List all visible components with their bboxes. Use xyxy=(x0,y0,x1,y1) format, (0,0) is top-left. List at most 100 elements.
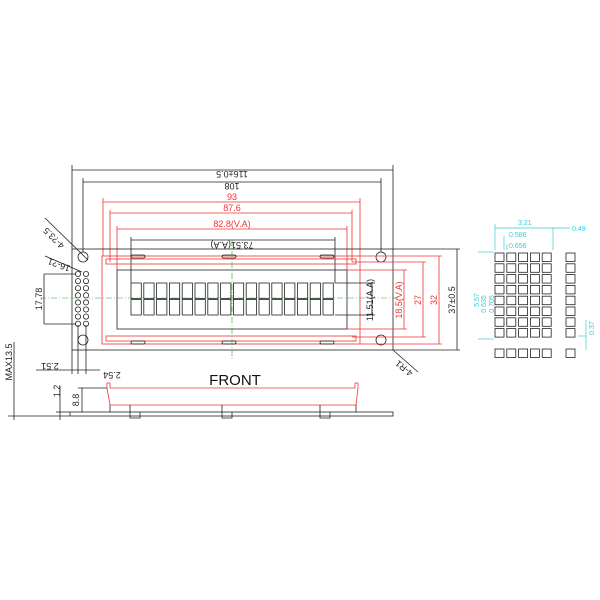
pin-hole xyxy=(75,278,82,285)
character-cell xyxy=(130,282,142,299)
pin-hole-label: 16-?1 xyxy=(46,256,71,273)
overall-height-label: 37±0.5 xyxy=(447,286,457,313)
character-cell xyxy=(207,282,219,299)
character-cell xyxy=(143,282,155,299)
cursor-gap-label: 0.37 xyxy=(589,321,596,335)
dot-cell xyxy=(494,348,505,358)
character-cell xyxy=(258,282,270,299)
dot-cell xyxy=(494,274,505,284)
character-grid-16x2 xyxy=(130,282,334,316)
dot-cell xyxy=(530,274,540,284)
pin-hole xyxy=(75,299,82,306)
dot-cell xyxy=(494,328,505,338)
pin-offset-label: 2.51 xyxy=(41,361,59,371)
dot-cell xyxy=(530,252,540,262)
view-area-height-label: 18.5(V.A) xyxy=(394,281,404,318)
dot-cell xyxy=(541,284,552,295)
pin-hole xyxy=(75,270,82,277)
dot-cell xyxy=(541,348,552,358)
module-height-label: 8.8 xyxy=(71,394,81,407)
char-width-label: 3.21 xyxy=(518,220,532,227)
dot-cell xyxy=(530,263,540,273)
cursor-dot-cell xyxy=(565,348,576,358)
dot-cell xyxy=(506,317,517,327)
dot-cell xyxy=(494,306,505,316)
character-detail: 3.21 0.586 0.656 0.49 5.57 0.635 0.705 0… xyxy=(474,220,596,358)
char-gap-label: 0.49 xyxy=(572,226,586,233)
character-cell xyxy=(194,282,206,299)
character-cell xyxy=(220,299,232,316)
character-cell xyxy=(220,282,232,299)
character-cell xyxy=(168,299,181,316)
character-cell xyxy=(168,282,181,299)
char-height-label: 5.57 xyxy=(474,293,481,307)
bezel-bottom-strip xyxy=(105,335,357,342)
pin-hole xyxy=(83,306,90,313)
dot-height-label: 0.635 xyxy=(481,295,488,313)
dot-cell xyxy=(518,348,528,358)
character-cell xyxy=(130,299,142,316)
active-area-height-label: 11.51(A.A) xyxy=(365,279,375,321)
max-thickness-label: MAX13.5 xyxy=(4,343,14,380)
character-cell xyxy=(143,299,155,316)
character-cell xyxy=(322,282,334,299)
cursor-dot-cell xyxy=(565,295,576,306)
pin-hole xyxy=(83,278,90,285)
dot-width-label: 0.586 xyxy=(509,232,527,239)
mount-hole-label: 4-?3.5 xyxy=(41,226,66,251)
dot-cell xyxy=(530,295,540,306)
dot-cell xyxy=(530,348,540,358)
height-dimensions: 11.51(A.A) 18.5(V.A) 27 32 37±0.5 xyxy=(335,248,460,351)
dot-cell xyxy=(506,263,517,273)
bezel-width-label: 93 xyxy=(227,192,237,202)
pin-hole xyxy=(83,292,90,299)
dot-pitch-y-label: 0.705 xyxy=(489,295,496,313)
dot-cell xyxy=(506,295,517,306)
character-cell xyxy=(284,299,296,316)
front-view-title: FRONT xyxy=(209,372,261,389)
dot-cell xyxy=(494,295,505,306)
dot-cell xyxy=(518,252,528,262)
hole-pitch-label: 108 xyxy=(224,181,239,191)
character-cell xyxy=(245,299,257,316)
dot-cell xyxy=(506,328,517,338)
pin-hole xyxy=(75,292,82,299)
cursor-dot-cell xyxy=(565,252,576,262)
dot-cell xyxy=(518,317,528,327)
dot-cell xyxy=(530,317,540,327)
dot-cell xyxy=(506,284,517,295)
view-area-width-label: 82.8(V.A) xyxy=(213,219,250,229)
corner-radius-label: 4-R1 xyxy=(393,358,414,378)
overall-width-label: 116±0.5 xyxy=(216,169,248,179)
character-cell xyxy=(296,282,309,299)
dot-cell xyxy=(530,306,540,316)
dot-cell xyxy=(518,274,528,284)
pin-hole xyxy=(83,313,90,320)
character-cell xyxy=(156,282,168,299)
pin-span-label: 17.78 xyxy=(34,288,44,311)
pin-hole xyxy=(83,299,90,306)
dot-cell xyxy=(541,295,552,306)
character-cell xyxy=(181,299,193,316)
width-dimensions: 116±0.5 108 93 87.6 82.8(V.A) 73.51(A.A) xyxy=(71,165,394,283)
dot-cell xyxy=(518,328,528,338)
bezel-inner-height-label: 27 xyxy=(413,295,423,305)
cursor-dot-cell xyxy=(565,263,576,273)
pin-hole xyxy=(75,313,82,320)
dot-cell xyxy=(541,306,552,316)
character-cell xyxy=(258,299,270,316)
dot-cell xyxy=(541,263,552,273)
dot-cell xyxy=(506,306,517,316)
bezel-height-label: 32 xyxy=(429,295,439,305)
dot-cell xyxy=(530,284,540,295)
dot-cell xyxy=(530,328,540,338)
character-cell xyxy=(296,299,309,316)
dot-cell xyxy=(541,252,552,262)
cursor-dot-cell xyxy=(565,317,576,327)
cursor-dot-cell xyxy=(565,328,576,338)
character-cell xyxy=(232,282,245,299)
pin-pitch-label: 2.54 xyxy=(103,370,121,380)
dot-cell xyxy=(541,274,552,284)
pcb-outline xyxy=(71,248,394,351)
